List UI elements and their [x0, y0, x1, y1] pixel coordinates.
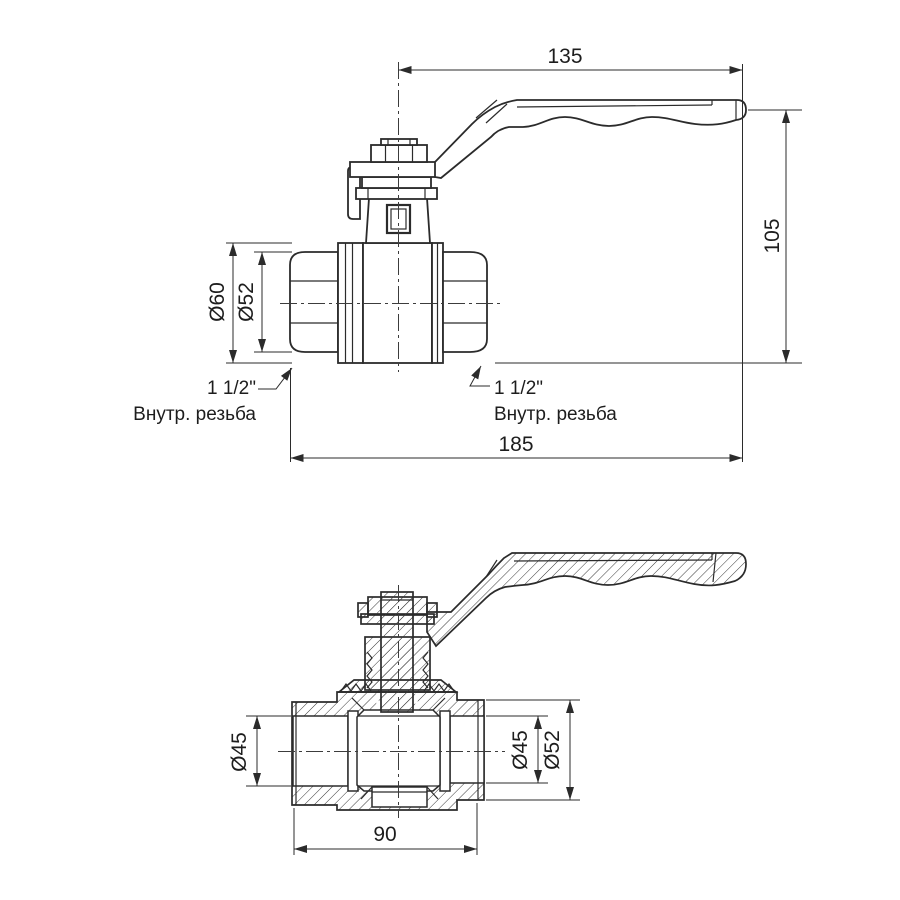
thread-label-left: 1 1/2" Внутр. резьба — [133, 367, 293, 425]
dim-90-label: 90 — [373, 823, 396, 846]
handle-base-plate — [349, 161, 438, 178]
handle-stop-tab — [347, 166, 361, 220]
dim-od-right-label: Ø52 — [541, 730, 564, 770]
thread-right-type-label: Внутр. резьба — [494, 404, 617, 425]
valve-body-top-view — [289, 242, 488, 364]
dim-bore-right-45: Ø45 — [486, 715, 548, 784]
dim-105: 105 — [495, 109, 802, 364]
left-hex-end — [289, 251, 339, 353]
dim-135: 135 — [398, 45, 743, 462]
handle-lever — [434, 99, 747, 179]
handle-section — [426, 552, 747, 648]
dim-bore-left-45: Ø45 — [228, 715, 291, 787]
dim-185: 185 — [290, 368, 743, 462]
right-bore — [449, 715, 485, 784]
handle-lever-section — [426, 552, 747, 648]
bottom-insert — [371, 786, 428, 808]
dim-od60-label: Ø60 — [206, 282, 229, 322]
handle-top-view — [434, 99, 747, 179]
dim-od52-label: Ø52 — [235, 282, 258, 322]
washer-tab-left — [357, 602, 369, 618]
dim-od-right-52: Ø52 — [486, 699, 580, 801]
dim-185-label: 185 — [498, 433, 533, 456]
gland-ring-upper — [361, 176, 432, 189]
stem-section — [380, 591, 414, 713]
thread-label-right: 1 1/2" Внутр. резьба — [469, 365, 617, 425]
dim-od-60: Ø60 — [206, 242, 292, 364]
stem-assembly-top-view — [349, 138, 438, 244]
dim-105-label: 105 — [761, 218, 784, 253]
dim-135-label: 135 — [547, 45, 582, 68]
ball-section — [356, 709, 441, 792]
thread-right-size-label: 1 1/2" — [494, 378, 543, 399]
top-view: 135 105 Ø60 Ø52 185 — [133, 45, 802, 462]
section-view: Ø45 Ø45 Ø52 90 — [228, 552, 747, 855]
dim-bore-right-label: Ø45 — [509, 730, 532, 770]
dim-90: 90 — [293, 803, 478, 855]
dim-bore-left-label: Ø45 — [228, 732, 251, 772]
dim-od-52: Ø52 — [235, 251, 292, 353]
right-hex-end — [442, 251, 488, 353]
thread-left-size-label: 1 1/2" — [207, 378, 256, 399]
thread-left-type-label: Внутр. резьба — [133, 404, 256, 425]
